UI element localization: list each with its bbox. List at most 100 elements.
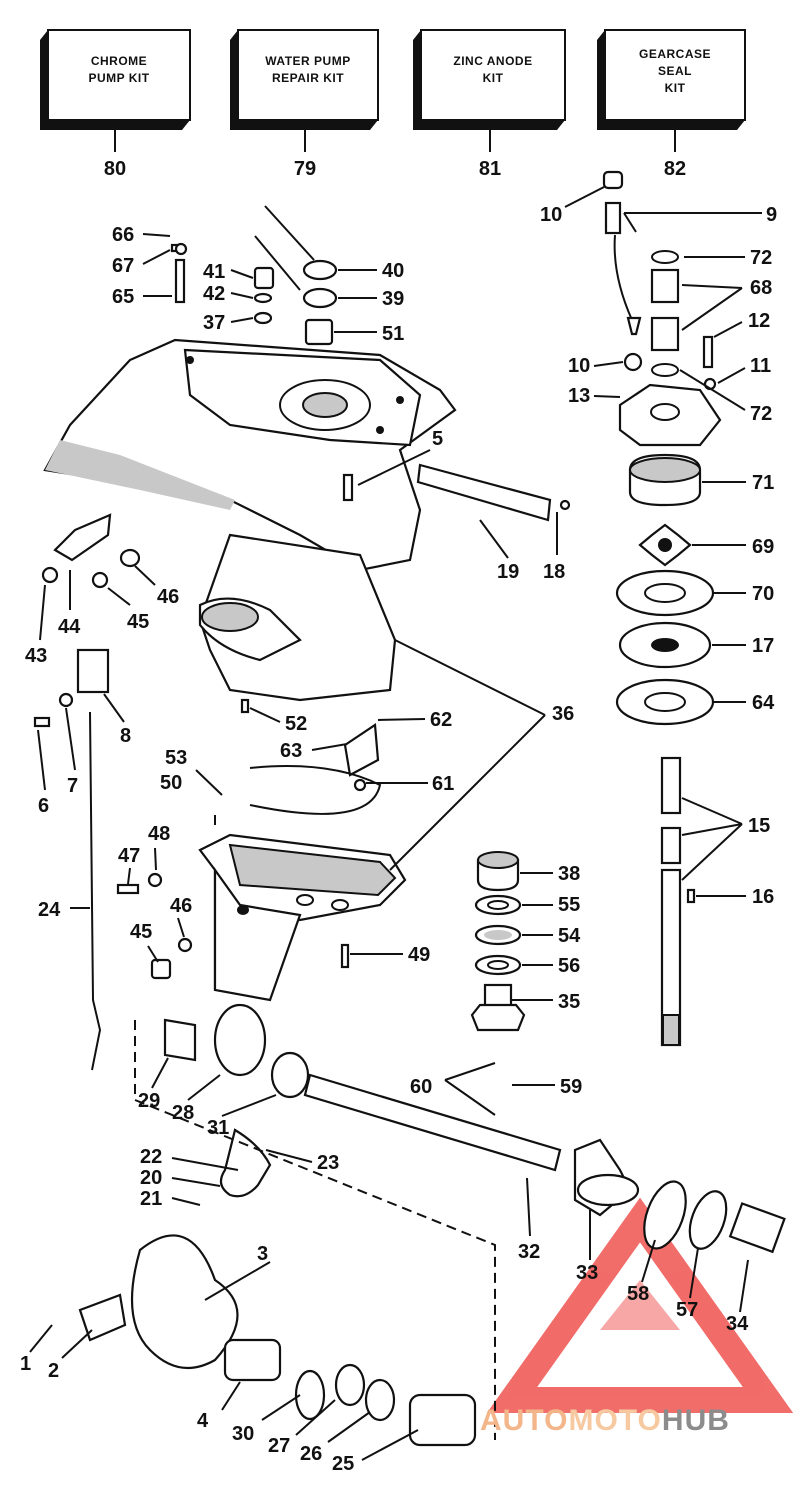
kit-label-line: REPAIR KIT	[272, 71, 344, 85]
callout-17: 17	[752, 635, 774, 657]
callout-46: 46	[170, 895, 192, 917]
watermark-moto: MOTO	[568, 1404, 661, 1437]
callout-48: 48	[148, 823, 170, 845]
callout-66: 66	[112, 224, 134, 246]
callout-7: 7	[67, 775, 78, 797]
leader-lines	[29, 186, 762, 1461]
callout-24: 24	[38, 899, 61, 921]
callout-9: 9	[766, 204, 777, 226]
propeller-shaft-assembly	[78, 1003, 786, 1447]
callout-4: 4	[197, 1410, 209, 1432]
callout-60: 60	[410, 1076, 432, 1098]
kit-label-line: KIT	[665, 81, 686, 95]
kit-label-line: PUMP KIT	[88, 71, 149, 85]
callout-43: 43	[25, 645, 47, 667]
callout-31: 31	[207, 1117, 229, 1139]
callout-63: 63	[280, 740, 302, 762]
callout-47: 47	[118, 845, 140, 867]
water-pump-parts	[602, 170, 722, 726]
callout-5: 5	[432, 428, 443, 450]
callout-40: 40	[382, 260, 404, 282]
callout-27: 27	[268, 1435, 290, 1457]
pinion-gear-stack	[470, 851, 526, 1032]
callout-61: 61	[432, 773, 454, 795]
automotohub-watermark-logo	[486, 1197, 794, 1413]
callout-71: 71	[752, 472, 774, 494]
callout-11: 11	[750, 355, 771, 377]
kit-label-line: KIT	[483, 71, 504, 85]
callout-29: 29	[138, 1090, 160, 1112]
callout-6: 6	[38, 795, 49, 817]
callout-51: 51	[382, 323, 404, 345]
callout-34: 34	[726, 1313, 749, 1335]
callout-1: 1	[20, 1353, 31, 1375]
callout-49: 49	[408, 944, 430, 966]
shift-rod	[89, 711, 102, 1071]
callout-57: 57	[676, 1299, 698, 1321]
callout-25: 25	[332, 1453, 354, 1475]
kit-box-zinc-anode: ZINC ANODE KIT 81	[413, 29, 566, 180]
callout-70: 70	[752, 583, 774, 605]
kit-label-line: WATER PUMP	[265, 54, 350, 68]
driveshaft-housing	[43, 338, 457, 702]
callout-23: 23	[317, 1152, 339, 1174]
callout-36: 36	[552, 703, 574, 725]
kit-label-line: CHROME	[91, 54, 147, 68]
callout-45: 45	[130, 921, 152, 943]
callout-16: 16	[752, 886, 774, 908]
callout-13: 13	[568, 385, 590, 407]
kit-box-gearcase-seal: GEARCASE SEAL KIT 82	[597, 29, 746, 180]
callout-39: 39	[382, 288, 404, 310]
callout-64: 64	[752, 692, 775, 714]
callout-54: 54	[558, 925, 581, 947]
callout-2: 2	[48, 1360, 59, 1382]
callout-62: 62	[430, 709, 452, 731]
callout-67: 67	[112, 255, 134, 277]
callout-30: 30	[232, 1423, 254, 1445]
callout-38: 38	[558, 863, 580, 885]
callout-37: 37	[203, 312, 225, 334]
automotohub-watermark-text: AUTOMOTOHUB	[480, 1404, 730, 1437]
kit-box-chrome-pump: CHROME PUMP KIT 80	[40, 29, 191, 180]
callout-18: 18	[543, 561, 565, 583]
kit-box-water-pump-repair: WATER PUMP REPAIR KIT 79	[230, 29, 379, 180]
callout-46: 46	[157, 586, 179, 608]
callout-10: 10	[540, 204, 562, 226]
kit-label-line: SEAL	[658, 64, 692, 78]
callout-59: 59	[560, 1076, 582, 1098]
callout-labels: 10 9 72 68 12 10 11 13 72 71 69 70 17 64…	[20, 204, 777, 1475]
callout-28: 28	[172, 1102, 194, 1124]
callout-58: 58	[627, 1283, 649, 1305]
callout-79: 79	[294, 158, 316, 180]
callout-41: 41	[203, 261, 225, 283]
callout-65: 65	[112, 286, 134, 308]
callout-44: 44	[58, 616, 81, 638]
callout-3: 3	[257, 1243, 268, 1265]
callout-12: 12	[748, 310, 770, 332]
kit-label-line: GEARCASE	[639, 47, 711, 61]
callout-15: 15	[748, 815, 770, 837]
driveshaft	[660, 756, 696, 1047]
callout-50: 50	[160, 772, 182, 794]
callout-22: 22	[140, 1146, 162, 1168]
callout-19: 19	[497, 561, 519, 583]
callout-72: 72	[750, 247, 772, 269]
misc-small-parts	[33, 242, 571, 980]
callout-56: 56	[558, 955, 580, 977]
callout-81: 81	[479, 158, 501, 180]
lower-gearcase	[198, 833, 407, 1002]
callout-20: 20	[140, 1167, 162, 1189]
callout-45: 45	[127, 611, 149, 633]
callout-35: 35	[558, 991, 580, 1013]
callout-26: 26	[300, 1443, 322, 1465]
callout-42: 42	[203, 283, 225, 305]
kit-label-line: ZINC ANODE	[453, 54, 532, 68]
callout-82: 82	[664, 158, 686, 180]
callout-68: 68	[750, 277, 772, 299]
callout-21: 21	[140, 1188, 162, 1210]
callout-8: 8	[120, 725, 131, 747]
svg-text:AUTOMOTOHUB: AUTOMOTOHUB	[480, 1404, 730, 1437]
callout-69: 69	[752, 536, 774, 558]
watermark-hub: HUB	[662, 1404, 730, 1437]
